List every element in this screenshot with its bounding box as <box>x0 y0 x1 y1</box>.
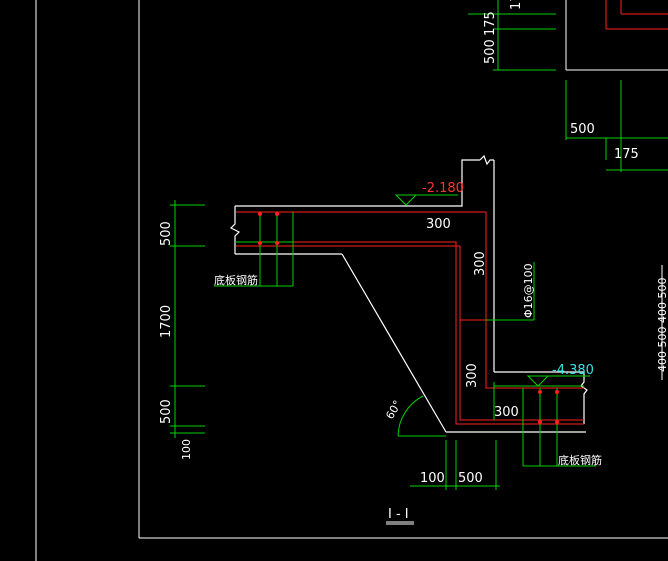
elevation-upper: -2.180 <box>422 181 464 196</box>
elevation-marker-upper <box>394 194 458 206</box>
label-bottom-rebar-left: 底板钢筋 <box>214 273 258 287</box>
left-dimension-chain <box>170 200 205 438</box>
angle-arc <box>397 395 446 437</box>
dim-top-right-e: 175 <box>614 147 639 162</box>
dim-left-top: 500 <box>159 221 174 246</box>
dim-left-bottom-small: 100 <box>180 439 193 460</box>
dim-top-right-a: 500 <box>483 39 498 64</box>
dim-bottom-b: 500 <box>458 471 483 486</box>
dim-top-right-d: 500 <box>570 122 595 137</box>
dim-upper-slab: 300 <box>426 217 451 232</box>
dim-right-edge: 400 500 400 500 <box>656 278 668 372</box>
label-angle: 60° <box>383 398 404 421</box>
rebar-lines <box>236 211 584 425</box>
dim-left-mid: 1700 <box>159 305 174 338</box>
dim-left-bottom: 500 <box>159 399 174 424</box>
section-title: I - I <box>388 507 409 522</box>
dim-top-right-b: 175 <box>483 11 498 36</box>
section-underline <box>386 521 414 525</box>
drawing-frame <box>35 0 668 561</box>
label-rebar-spec: Φ16@100 <box>522 263 535 318</box>
dim-top-right-c: 175 <box>509 0 524 10</box>
dim-bottom-a: 100 <box>420 471 445 486</box>
lower-slab-dimlines <box>493 382 596 467</box>
concrete-outline <box>229 154 588 433</box>
top-right-structure <box>468 0 668 172</box>
dim-lower-wall: 300 <box>465 363 480 388</box>
bottom-dimension-chain <box>410 440 500 490</box>
dim-lower-slab: 300 <box>494 405 519 420</box>
rebar-dots <box>258 212 559 424</box>
elevation-lower: -4.380 <box>552 363 594 378</box>
elevation-marker-lower <box>526 375 590 387</box>
upper-slab-dimlines <box>214 212 294 287</box>
label-bottom-rebar-right: 底板钢筋 <box>558 453 602 467</box>
dim-upper-wall: 300 <box>473 251 488 276</box>
rebar-spec-leader <box>486 262 535 321</box>
